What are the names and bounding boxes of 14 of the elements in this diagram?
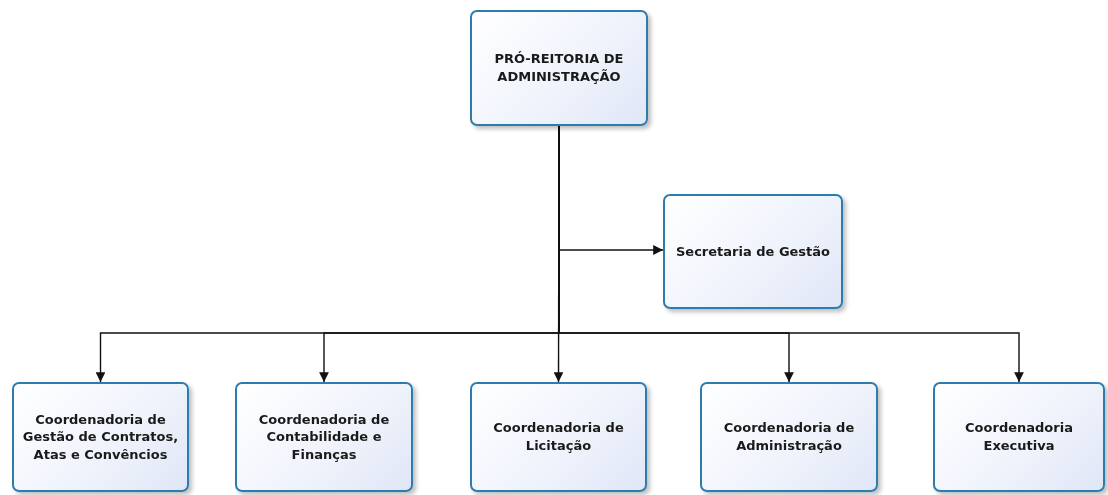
unit-name: Secretaria de Gestão bbox=[675, 242, 831, 261]
org-unit-box bbox=[12, 382, 189, 492]
org-unit-box bbox=[470, 10, 648, 126]
org-unit-box bbox=[700, 382, 878, 492]
unit-name: PRÓ-REITORIA DE ADMINISTRAÇÃO bbox=[493, 50, 625, 86]
unit-name: Coordenadoria de Administração bbox=[722, 419, 856, 455]
unit-name: Coordenadoria de Gestão de Contratos, Atas e Convêncios bbox=[21, 410, 180, 464]
org-unit-box bbox=[235, 382, 413, 492]
org-unit-box bbox=[470, 382, 647, 492]
org-unit-box bbox=[663, 194, 843, 309]
unit-name: Coordenadoria de Licitação bbox=[492, 419, 625, 455]
org-unit-box bbox=[933, 382, 1105, 492]
unit-name: Coordenadoria de Contabilidade e Finanças bbox=[257, 410, 391, 464]
unit-name: Coordenadoria Executiva bbox=[964, 419, 1074, 455]
